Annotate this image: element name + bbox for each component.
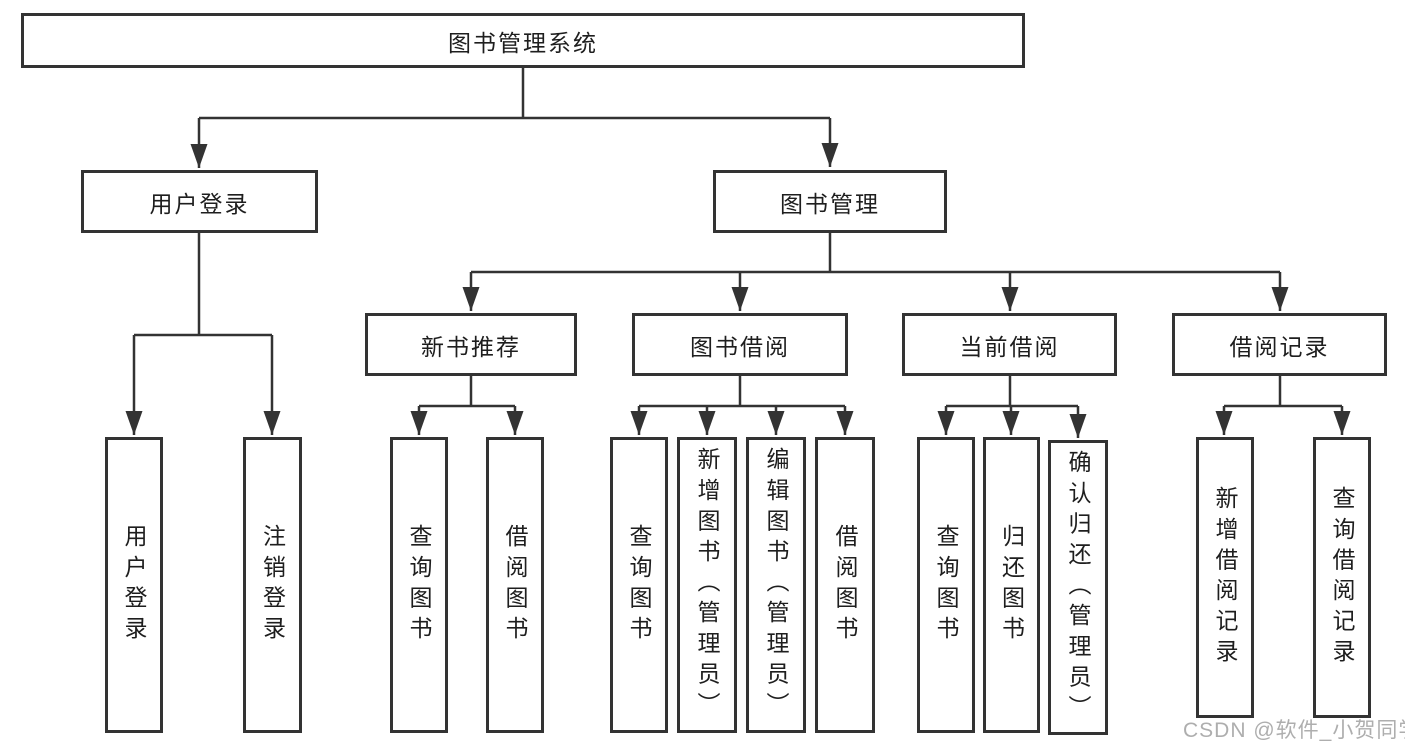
leaf-current-query-books-label: 查询图书 <box>933 523 959 647</box>
leaf-borrow-borrow-books: 借阅图书 <box>815 437 875 733</box>
leaf-records-query-record: 查询借阅记录 <box>1313 437 1371 718</box>
leaf-records-query-record-label: 查询借阅记录 <box>1329 485 1355 670</box>
leaf-user-login: 用户登录 <box>105 437 163 733</box>
leaf-newrec-borrow-books-label: 借阅图书 <box>502 523 528 647</box>
leaf-logout: 注销登录 <box>243 437 302 733</box>
leaf-borrow-query-books-label: 查询图书 <box>626 523 652 647</box>
node-user-login-module: 用户登录 <box>81 170 318 233</box>
leaf-borrow-query-books: 查询图书 <box>610 437 668 733</box>
node-current-borrow: 当前借阅 <box>902 313 1117 376</box>
leaf-records-add-record-label: 新增借阅记录 <box>1212 485 1238 670</box>
csdn-watermark: CSDN @软件_小贺同学 <box>1183 719 1405 742</box>
leaf-user-login-label: 用户登录 <box>121 523 147 647</box>
leaf-current-return-books: 归还图书 <box>983 437 1040 733</box>
node-borrow-records: 借阅记录 <box>1172 313 1387 376</box>
leaf-newrec-borrow-books: 借阅图书 <box>486 437 544 733</box>
leaf-records-add-record: 新增借阅记录 <box>1196 437 1254 718</box>
leaf-borrow-add-books-admin-label: 新增图书（管理员） <box>694 447 720 723</box>
leaf-current-return-books-label: 归还图书 <box>998 523 1025 647</box>
leaf-current-query-books: 查询图书 <box>917 437 975 733</box>
node-root-system: 图书管理系统 <box>21 13 1025 68</box>
leaf-borrow-add-books-admin: 新增图书（管理员） <box>677 437 737 733</box>
leaf-logout-label: 注销登录 <box>259 523 286 647</box>
leaf-current-confirm-return-admin: 确认归还（管理员） <box>1048 440 1108 735</box>
leaf-borrow-edit-books-admin: 编辑图书（管理员） <box>746 437 806 733</box>
leaf-borrow-edit-books-admin-label: 编辑图书（管理员） <box>763 447 789 723</box>
node-book-management-module: 图书管理 <box>713 170 947 233</box>
leaf-newrec-query-books-label: 查询图书 <box>406 523 432 647</box>
leaf-borrow-borrow-books-label: 借阅图书 <box>832 523 858 647</box>
leaf-current-confirm-return-admin-label: 确认归还（管理员） <box>1065 449 1091 726</box>
leaf-newrec-query-books: 查询图书 <box>390 437 448 733</box>
node-book-borrow: 图书借阅 <box>632 313 848 376</box>
node-new-book-recommend: 新书推荐 <box>365 313 577 376</box>
